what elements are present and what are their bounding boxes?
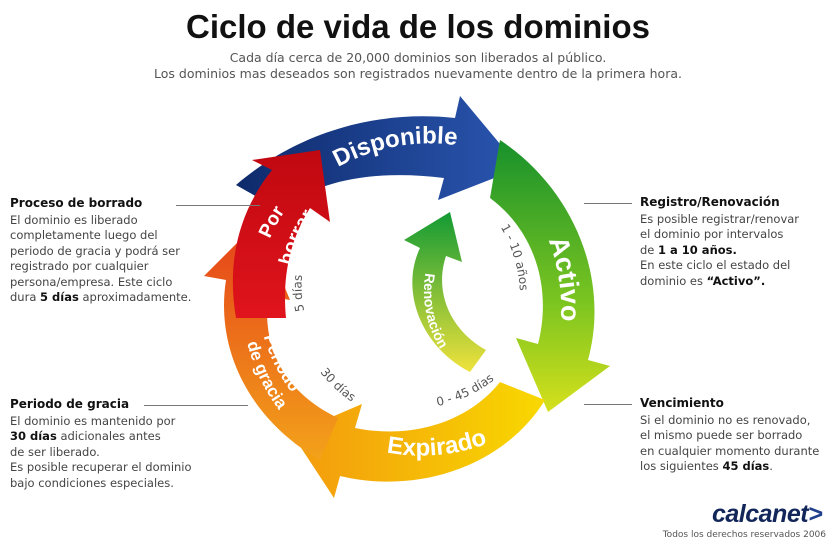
block-vencimiento: Vencimiento Si el dominio no es renovado… — [640, 396, 834, 475]
subtitle: Cada día cerca de 20,000 dominios son li… — [0, 50, 836, 82]
calcanet-logo: calcanet> — [712, 500, 823, 529]
arrow-porborrar — [232, 150, 330, 318]
rule-gracia — [144, 405, 248, 406]
heading-borrado: Proceso de borrado — [10, 196, 143, 210]
heading-vencimiento: Vencimiento — [640, 396, 724, 410]
borrado-line-2: completamente luego del — [10, 228, 158, 242]
rule-vencimiento — [584, 404, 632, 405]
logo-text: calcanet — [712, 500, 809, 528]
borrado-line-3: periodo de gracia y podrá ser — [10, 243, 180, 258]
registro-line-2: el dominio por intervalos — [640, 227, 784, 241]
gracia-line-3: de ser liberado. — [10, 444, 100, 459]
registro-line-1: Es posible registrar/renovar — [640, 211, 800, 226]
block-borrado: Proceso de borrado El dominio es liberad… — [10, 196, 200, 306]
subtitle-line-1: Cada día cerca de 20,000 dominios son li… — [229, 50, 607, 65]
copyright: Todos los derechos reservados 2006 — [662, 530, 826, 540]
borrado-line-1: El dominio es liberado — [10, 212, 138, 227]
heading-gracia: Periodo de gracia — [10, 397, 130, 411]
duration-periodo: 30 días — [318, 365, 359, 404]
gracia-line-4: Es posible recuperar el dominio — [10, 460, 192, 474]
registro-line-3: de 1 a 10 años. — [640, 242, 737, 257]
borrado-line-6: dura 5 días aproximadamente. — [10, 290, 192, 304]
block-registro: Registro/Renovación Es posible registrar… — [640, 195, 830, 289]
page-title: Ciclo de vida de los dominios — [186, 8, 650, 45]
arrow-activo — [490, 140, 610, 412]
duration-porborrar: 5 días — [291, 274, 308, 313]
vencimiento-line-2: el mismo puede ser borrado — [640, 428, 803, 442]
gracia-line-5: bajo condiciones especiales. — [10, 475, 174, 490]
arrow-renovacion — [404, 212, 486, 372]
registro-line-5: dominio es “Activo”. — [640, 273, 766, 288]
arrow-expirado — [292, 382, 545, 498]
block-gracia: Periodo de gracia El dominio es mantenid… — [10, 397, 210, 491]
gracia-line-1: El dominio es mantenido por — [10, 413, 176, 428]
rule-borrado — [176, 205, 260, 206]
borrado-line-4: registrado por cualquier — [10, 259, 149, 273]
rule-registro — [584, 203, 632, 204]
heading-registro: Registro/Renovación — [640, 195, 780, 209]
logo-chevron-icon: > — [808, 500, 823, 528]
gracia-line-2: 30 días adicionales antes — [10, 429, 161, 443]
registro-line-4: En este ciclo el estado del — [640, 258, 791, 272]
vencimiento-line-3: en cualquier momento durante — [640, 443, 820, 458]
vencimiento-line-4: los siguientes 45 días. — [640, 459, 773, 473]
borrado-line-5: persona/empresa. Este ciclo — [10, 274, 173, 289]
subtitle-line-2: Los dominios mas deseados son registrado… — [154, 66, 682, 81]
vencimiento-line-1: Si el dominio no es renovado, — [640, 412, 811, 427]
